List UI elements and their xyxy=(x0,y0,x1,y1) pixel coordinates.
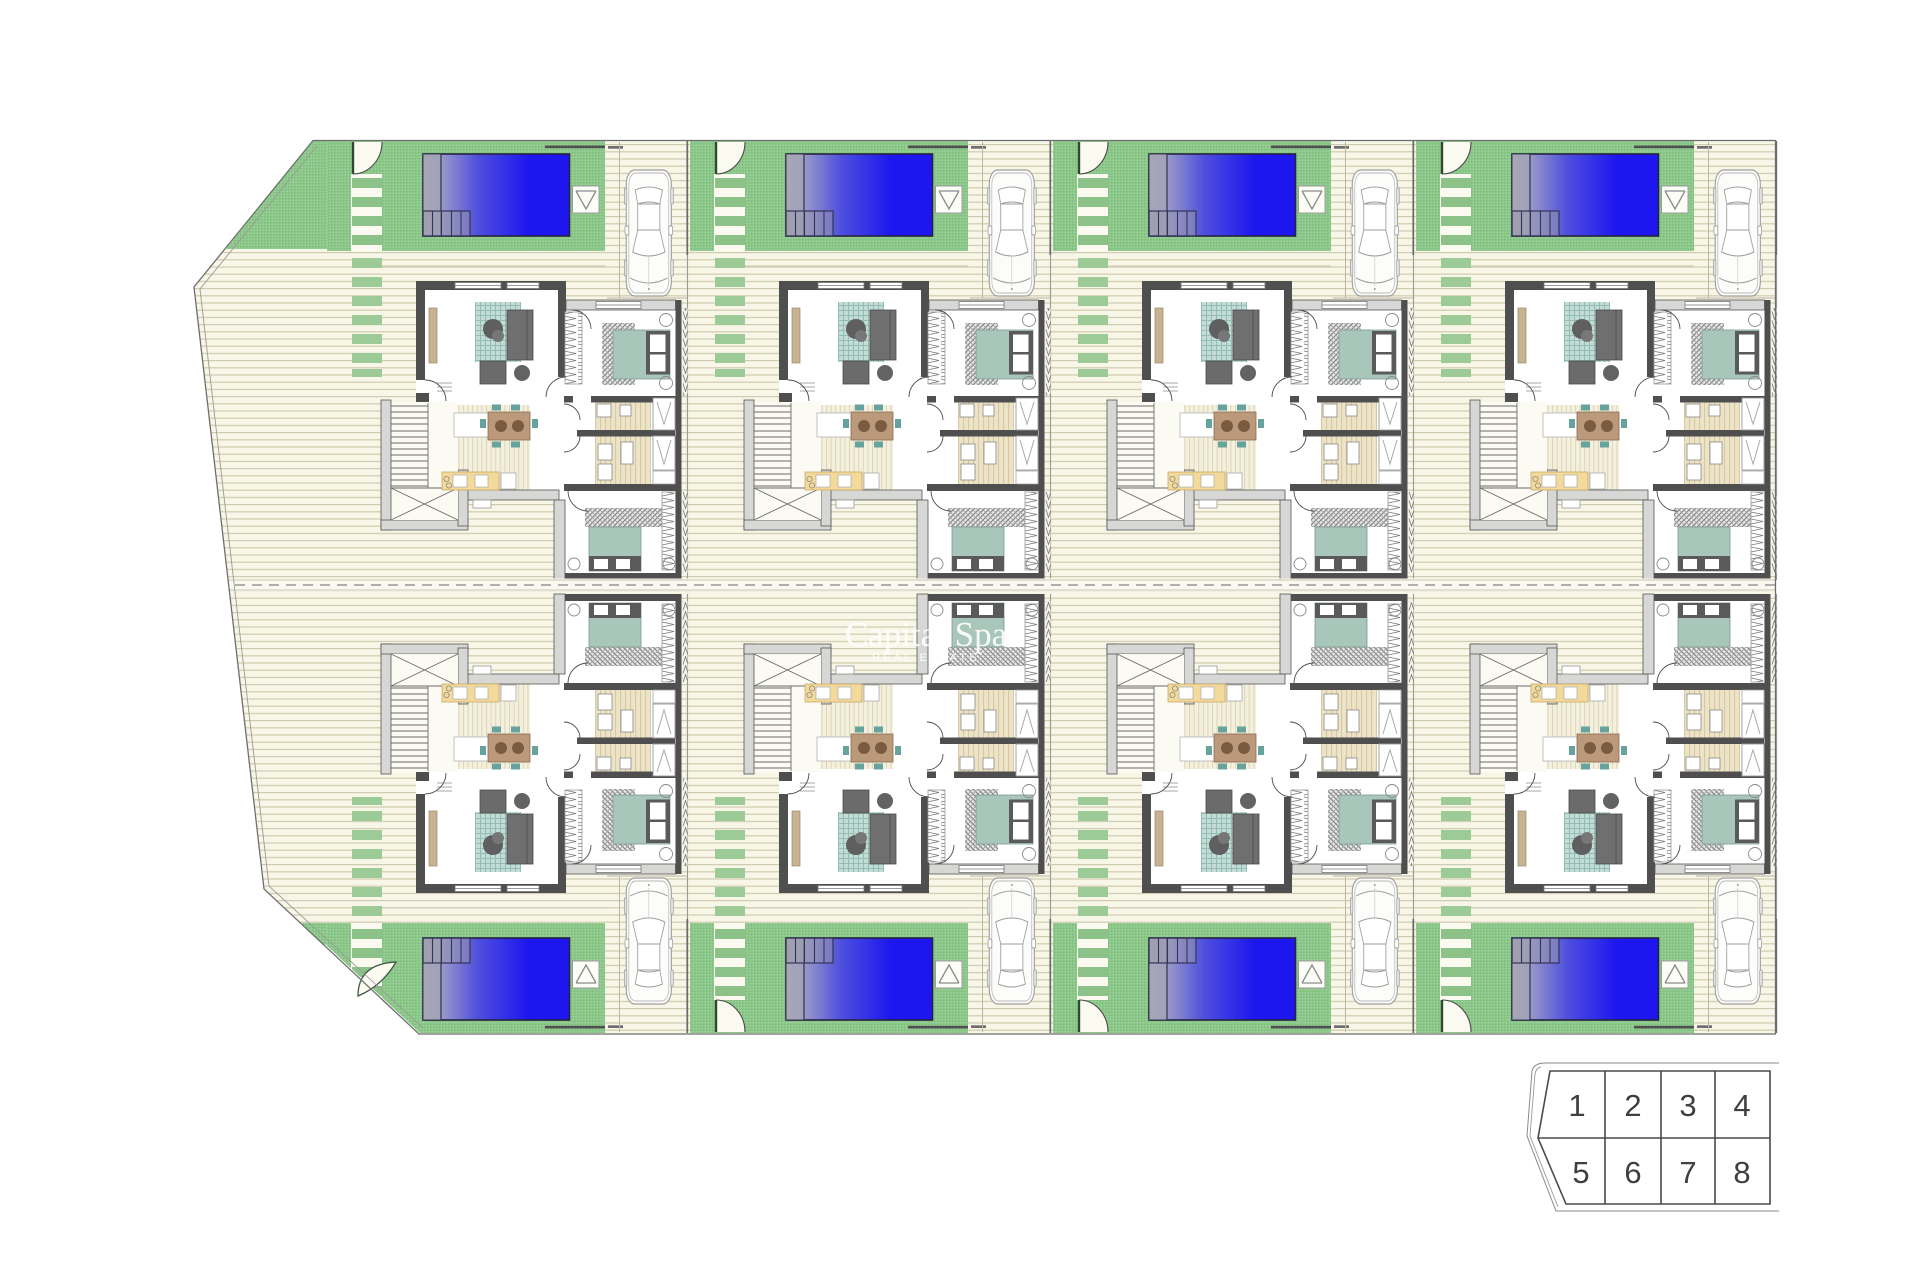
svg-text:3: 3 xyxy=(1679,1088,1696,1123)
svg-text:2: 2 xyxy=(1624,1088,1641,1123)
svg-text:7: 7 xyxy=(1679,1155,1696,1190)
svg-text:8: 8 xyxy=(1733,1155,1750,1190)
svg-text:REAL ESTATE: REAL ESTATE xyxy=(872,652,980,664)
svg-text:5: 5 xyxy=(1572,1155,1589,1190)
svg-text:1: 1 xyxy=(1568,1088,1585,1123)
svg-text:4: 4 xyxy=(1733,1088,1750,1123)
svg-text:6: 6 xyxy=(1624,1155,1641,1190)
svg-text:Capital Spa: Capital Spa xyxy=(845,615,1008,654)
